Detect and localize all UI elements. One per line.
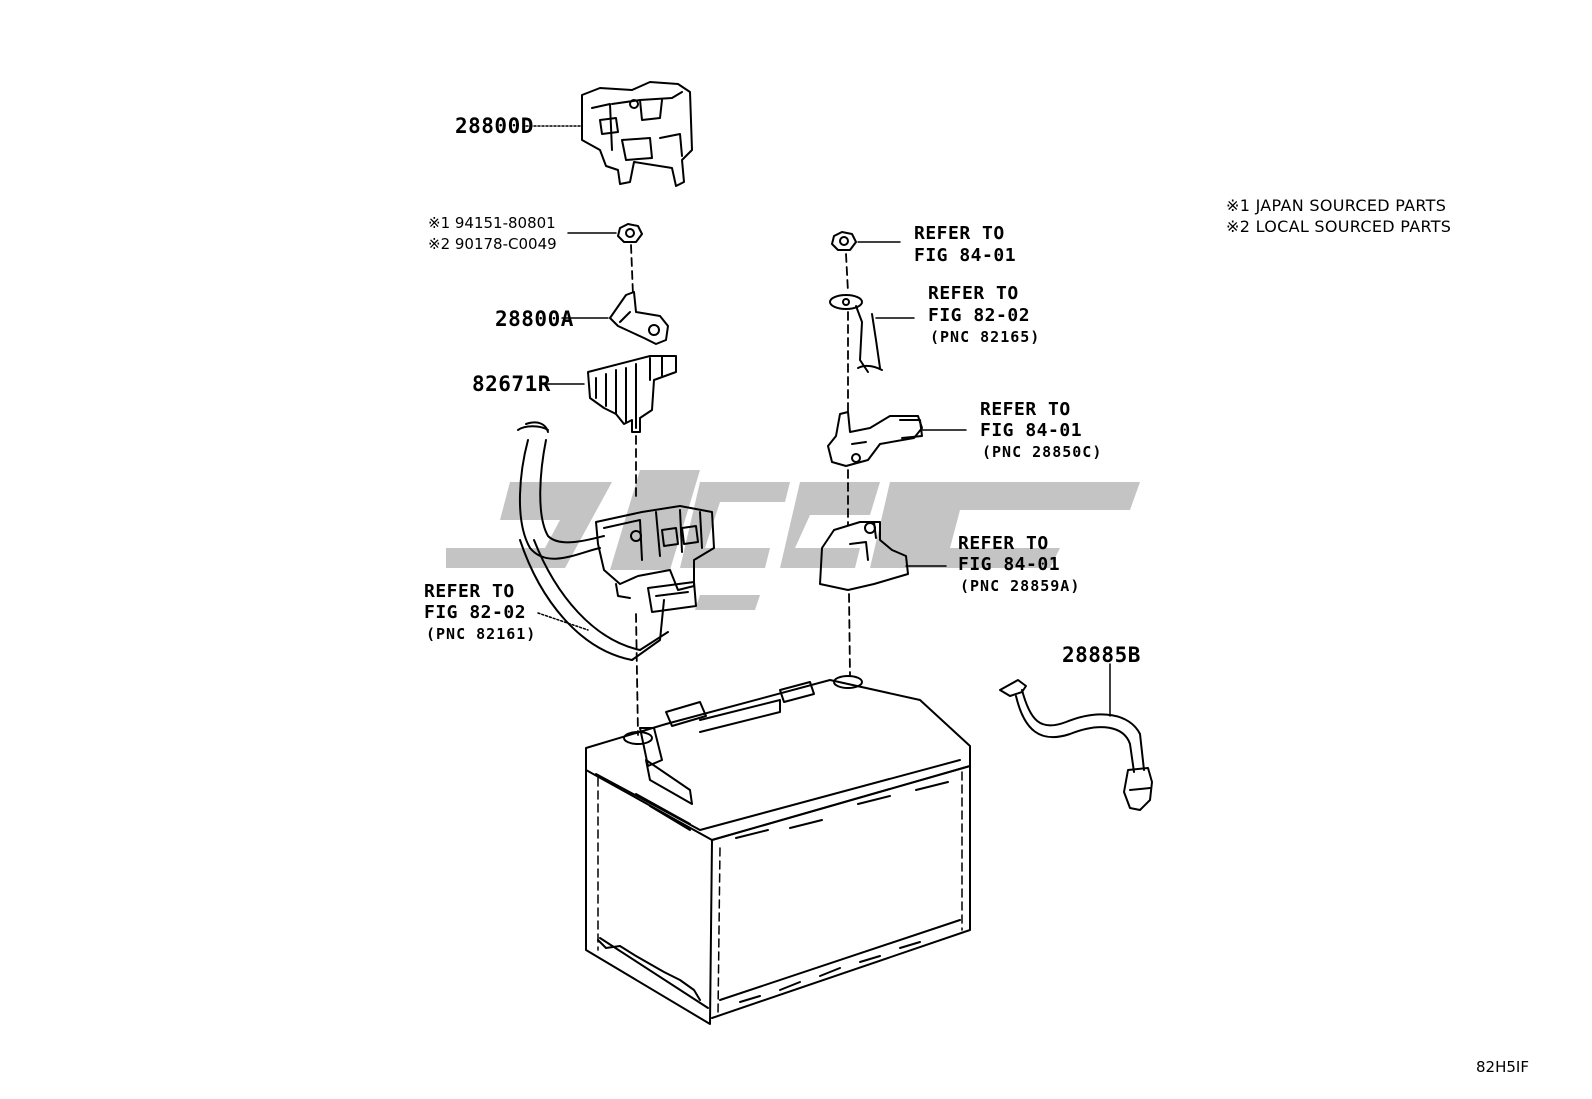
negative-cable-end: [829, 294, 883, 373]
ref-pos-cable-pnc: (PNC 82161): [426, 625, 537, 643]
nut-part: [617, 223, 643, 243]
ref-bracket-line1: REFER TO: [958, 533, 1049, 554]
part-number-nut-local[interactable]: ※2 90178-C0049: [428, 235, 557, 253]
ref-sensor-line1: REFER TO: [980, 399, 1071, 420]
ref-bracket-pnc: (PNC 28859A): [960, 577, 1081, 595]
fuse-block-82671R: [587, 355, 677, 433]
battery-sensor: [827, 411, 923, 467]
positive-terminal-assembly: [595, 505, 715, 613]
part-number-nut-japan[interactable]: ※1 94151-80801: [428, 214, 556, 232]
clamp-28800A: [609, 291, 669, 345]
negative-nut: [831, 231, 857, 251]
positive-cable: [517, 421, 669, 661]
ref-neg-nut-line2[interactable]: FIG 84-01: [914, 245, 1017, 266]
legend-japan-sourced: ※1 JAPAN SOURCED PARTS: [1226, 196, 1447, 215]
part-number-28885B[interactable]: 28885B: [1062, 643, 1141, 667]
ref-sensor-pnc: (PNC 28850C): [982, 443, 1103, 461]
legend-local-sourced: ※2 LOCAL SOURCED PARTS: [1226, 217, 1452, 236]
ref-neg-cable-pnc: (PNC 82165): [930, 328, 1041, 346]
terminal-cover-28800D: [581, 81, 693, 187]
diagram-code: 82H5IF: [1476, 1058, 1529, 1076]
ref-bracket-line2[interactable]: FIG 84-01: [958, 554, 1061, 575]
vent-hose-28885B: [999, 679, 1153, 811]
battery: [585, 675, 971, 1025]
part-number-28800D[interactable]: 28800D: [455, 114, 534, 138]
ref-pos-cable-line1: REFER TO: [424, 581, 515, 602]
part-number-82671R[interactable]: 82671R: [472, 372, 551, 396]
ref-pos-cable-line2[interactable]: FIG 82-02: [424, 602, 527, 623]
ref-neg-cable-line1: REFER TO: [928, 283, 1019, 304]
ref-neg-nut-line1: REFER TO: [914, 223, 1005, 244]
ref-sensor-line2[interactable]: FIG 84-01: [980, 420, 1083, 441]
ref-neg-cable-line2[interactable]: FIG 82-02: [928, 305, 1031, 326]
sensor-bracket: [819, 521, 909, 591]
part-number-28800A[interactable]: 28800A: [495, 307, 574, 331]
